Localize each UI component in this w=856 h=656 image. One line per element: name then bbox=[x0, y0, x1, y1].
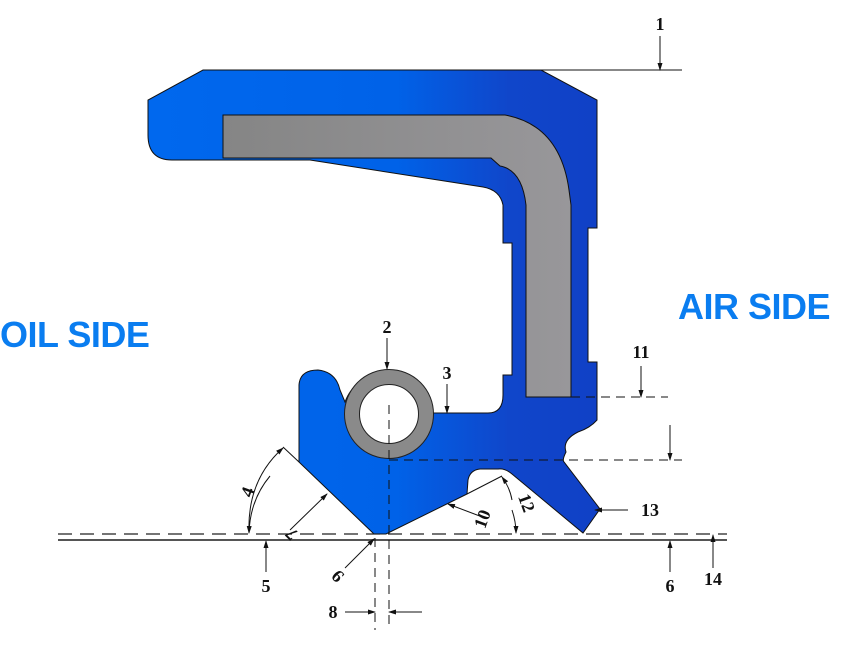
callout-6: 6 bbox=[666, 576, 675, 596]
callout-2: 2 bbox=[383, 317, 392, 337]
callout-1: 1 bbox=[656, 14, 665, 34]
callout-9: 9 bbox=[328, 566, 349, 587]
air-side-label: AIR SIDE bbox=[678, 286, 831, 327]
callout-10: 10 bbox=[470, 507, 495, 531]
callout-8: 8 bbox=[329, 602, 338, 622]
metal-insert bbox=[222, 114, 572, 398]
rubber-body bbox=[147, 69, 601, 535]
callout-3: 3 bbox=[443, 363, 452, 383]
dimension-lines bbox=[246, 36, 716, 630]
callout-4: 4 bbox=[236, 484, 258, 499]
callout-5: 5 bbox=[262, 576, 271, 596]
callout-12: 12 bbox=[514, 491, 539, 515]
callout-labels: 1 2 3 4 5 6 7 8 9 10 11 12 13 14 bbox=[236, 14, 722, 622]
oil-side-label: OIL SIDE bbox=[0, 314, 150, 355]
callout-11: 11 bbox=[632, 342, 649, 362]
callout-13: 13 bbox=[641, 500, 659, 520]
callout-14: 14 bbox=[704, 569, 722, 589]
